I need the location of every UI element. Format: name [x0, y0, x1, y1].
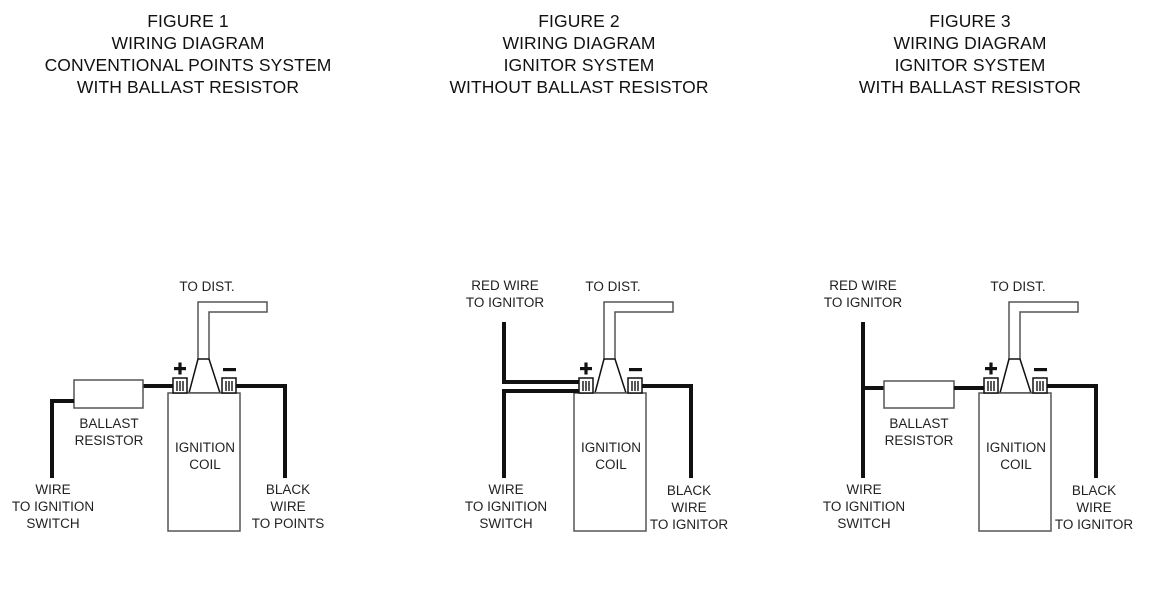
- black-wire: [1047, 384, 1098, 478]
- black-wire-label: TO IGNITOR: [1055, 517, 1134, 532]
- coil-label: IGNITION: [986, 440, 1046, 455]
- ignition-switch-label: SWITCH: [479, 516, 532, 531]
- title-line: FIGURE 3: [929, 11, 1011, 31]
- negative-terminal: [627, 377, 643, 394]
- ignition-switch-label: WIRE: [488, 482, 523, 497]
- plus-sign-icon: [989, 362, 993, 375]
- ignition-switch-label: SWITCH: [837, 516, 890, 531]
- title-line: WITHOUT BALLAST RESISTOR: [449, 77, 709, 97]
- figure-1-diagram: BALLAST RESISTOR WIRE TO IGNITION SWITCH TO D…: [12, 279, 325, 532]
- red-wire-label: TO IGNITOR: [466, 295, 545, 310]
- title-line: WITH BALLAST RESISTOR: [76, 77, 300, 97]
- title-line: WIRING DIAGRAM: [893, 33, 1047, 53]
- negative-terminal: [1032, 377, 1048, 394]
- black-wire-label: TO POINTS: [252, 516, 325, 531]
- red-wire-label: RED WIRE: [829, 278, 897, 293]
- ignition-coil: [573, 392, 647, 532]
- ballast-label: BALLAST: [79, 416, 138, 431]
- positive-terminal: [172, 377, 188, 394]
- minus-sign-icon: [1034, 368, 1047, 372]
- ignition-switch-wire: [502, 389, 579, 478]
- ballast-resistor: [73, 379, 144, 409]
- plus-sign-icon: [584, 362, 588, 375]
- black-wire-label: WIRE: [671, 500, 706, 515]
- ignition-coil: [167, 392, 241, 532]
- to-distributor-label: TO DIST.: [585, 279, 640, 294]
- title-line: WIRING DIAGRAM: [502, 33, 656, 53]
- figure-3-title: FIGURE 3 WIRING DIAGRAM IGNITOR SYSTEM W…: [770, 10, 1170, 98]
- red-wire: [502, 322, 579, 384]
- title-line: IGNITOR SYSTEM: [503, 55, 655, 75]
- coil-label: COIL: [1000, 457, 1032, 472]
- title-line: WIRING DIAGRAM: [111, 33, 265, 53]
- minus-sign-icon: [223, 368, 236, 372]
- ballast-label: BALLAST: [889, 416, 948, 431]
- coil-label: COIL: [189, 457, 221, 472]
- black-wire-label: BLACK: [667, 483, 711, 498]
- black-wire: [642, 384, 693, 478]
- ignition-switch-label: TO IGNITION: [465, 499, 547, 514]
- plus-sign-icon: [178, 362, 182, 375]
- distributor-lead: [603, 301, 674, 359]
- coil-label: IGNITION: [175, 440, 235, 455]
- ignition-switch-label: WIRE: [846, 482, 881, 497]
- figure-2-diagram: RED WIRE TO IGNITOR WIRE TO IGNITION SWITCH T…: [465, 278, 729, 532]
- ignition-switch-label: TO IGNITION: [823, 499, 905, 514]
- ballast-label: RESISTOR: [885, 433, 954, 448]
- figure-2-title: FIGURE 2 WIRING DIAGRAM IGNITOR SYSTEM W…: [379, 10, 779, 98]
- black-wire-label: BLACK: [266, 482, 310, 497]
- coil-label: IGNITION: [581, 440, 641, 455]
- title-line: IGNITOR SYSTEM: [894, 55, 1046, 75]
- title-line: WITH BALLAST RESISTOR: [858, 77, 1082, 97]
- figure-3-diagram: RED WIRE TO IGNITOR BALLAST RESISTOR WIRE TO …: [823, 278, 1134, 532]
- coil-label: COIL: [595, 457, 627, 472]
- coil-tower: [999, 358, 1032, 394]
- negative-terminal: [221, 377, 237, 394]
- ignition-switch-label: WIRE: [35, 482, 70, 497]
- ignition-switch-wire: [50, 399, 74, 478]
- ballast-label: RESISTOR: [75, 433, 144, 448]
- black-wire-label: BLACK: [1072, 483, 1116, 498]
- title-line: FIGURE 1: [147, 11, 229, 31]
- figure-1-title: FIGURE 1 WIRING DIAGRAM CONVENTIONAL POI…: [0, 10, 388, 98]
- black-wire-label: WIRE: [1076, 500, 1111, 515]
- red-wire-label: TO IGNITOR: [824, 295, 903, 310]
- to-distributor-label: TO DIST.: [179, 279, 234, 294]
- minus-sign-icon: [629, 368, 642, 372]
- positive-terminal: [983, 377, 999, 394]
- positive-terminal: [578, 377, 594, 394]
- red-wire-label: RED WIRE: [471, 278, 539, 293]
- ignition-coil: [978, 392, 1052, 532]
- coil-tower: [188, 358, 221, 394]
- distributor-lead: [197, 301, 268, 359]
- title-line: FIGURE 2: [538, 11, 620, 31]
- to-distributor-label: TO DIST.: [990, 279, 1045, 294]
- black-wire-label: TO IGNITOR: [650, 517, 729, 532]
- ballast-resistor: [883, 380, 955, 409]
- ignition-switch-label: TO IGNITION: [12, 499, 94, 514]
- title-line: CONVENTIONAL POINTS SYSTEM: [44, 55, 332, 75]
- black-wire: [236, 384, 287, 478]
- coil-tower: [594, 358, 627, 394]
- ignition-switch-label: SWITCH: [26, 516, 79, 531]
- black-wire-label: WIRE: [270, 499, 305, 514]
- distributor-lead: [1008, 301, 1079, 359]
